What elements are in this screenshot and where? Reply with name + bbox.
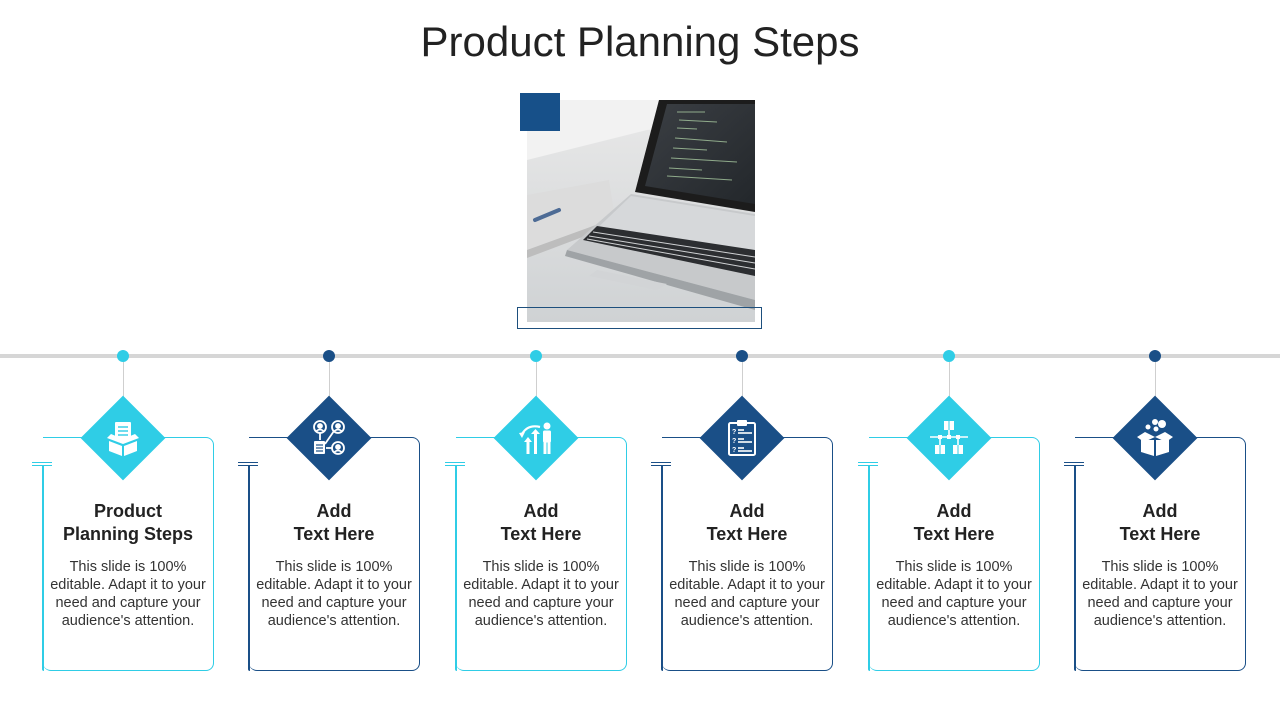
- step-description: This slide is 100% editable. Adapt it to…: [50, 559, 206, 629]
- step-heading-line1: Product: [93, 501, 162, 521]
- step-heading: Add Text Here: [1070, 500, 1250, 546]
- connector-line: [1155, 362, 1156, 400]
- card-left-edge: [868, 466, 870, 671]
- slide-title: Product Planning Steps: [420, 18, 860, 65]
- connector-line: [949, 362, 950, 400]
- step-heading-line1: Add: [523, 501, 559, 521]
- timeline-node: [530, 350, 542, 362]
- svg-text:?: ?: [732, 438, 736, 445]
- card-left-edge: [661, 466, 663, 671]
- card-left-edge: [42, 466, 44, 671]
- card-tee-marker: [858, 462, 878, 466]
- step-heading-line2: Text Here: [500, 524, 582, 544]
- step-heading-line2: Text Here: [293, 524, 375, 544]
- step-heading: Add Text Here: [451, 500, 631, 546]
- step-description: This slide is 100% editable. Adapt it to…: [463, 559, 619, 629]
- step-heading: Add Text Here: [864, 500, 1044, 546]
- hero-image: [517, 92, 767, 334]
- card-tee-marker: [1064, 462, 1084, 466]
- timeline-node: [736, 350, 748, 362]
- step-heading-line2: Text Here: [706, 524, 788, 544]
- laptop-photo: [527, 100, 755, 322]
- connector-line: [742, 362, 743, 400]
- step-description: This slide is 100% editable. Adapt it to…: [256, 559, 412, 629]
- growth-arrows-person-icon: [514, 416, 558, 460]
- connector-line: [536, 362, 537, 400]
- image-accent-square: [520, 93, 560, 131]
- user-network-icon: [307, 416, 351, 460]
- step-heading-line2: Text Here: [913, 524, 995, 544]
- svg-text:?: ?: [732, 447, 736, 454]
- timeline-node: [323, 350, 335, 362]
- card-tee-marker: [32, 462, 52, 466]
- step-heading-line2: Planning Steps: [62, 524, 194, 544]
- step-heading: Add Text Here: [657, 500, 837, 546]
- card-left-edge: [455, 466, 457, 671]
- step-heading-line1: Add: [729, 501, 765, 521]
- timeline-node: [943, 350, 955, 362]
- card-tee-marker: [445, 462, 465, 466]
- open-box-icon: [1133, 416, 1177, 460]
- step-heading-line1: Add: [316, 501, 352, 521]
- step-description: This slide is 100% editable. Adapt it to…: [876, 559, 1032, 629]
- timeline-node: [117, 350, 129, 362]
- card-left-edge: [248, 466, 250, 671]
- step-heading: Add Text Here: [244, 500, 424, 546]
- timeline-bar: [0, 354, 1280, 358]
- box-distribution-icon: [927, 416, 971, 460]
- step-heading-line2: Text Here: [1119, 524, 1201, 544]
- box-with-document-icon: [101, 416, 145, 460]
- connector-line: [329, 362, 330, 400]
- card-left-edge: [1074, 466, 1076, 671]
- step-heading: Product Planning Steps: [38, 500, 218, 546]
- clipboard-checklist-icon: ???: [720, 416, 764, 460]
- step-heading-line1: Add: [936, 501, 972, 521]
- step-heading-line1: Add: [1142, 501, 1178, 521]
- image-caption-frame: [517, 307, 762, 329]
- svg-text:?: ?: [732, 429, 736, 436]
- step-description: This slide is 100% editable. Adapt it to…: [1082, 559, 1238, 629]
- timeline-node: [1149, 350, 1161, 362]
- step-description: This slide is 100% editable. Adapt it to…: [669, 559, 825, 629]
- card-tee-marker: [651, 462, 671, 466]
- card-tee-marker: [238, 462, 258, 466]
- connector-line: [123, 362, 124, 400]
